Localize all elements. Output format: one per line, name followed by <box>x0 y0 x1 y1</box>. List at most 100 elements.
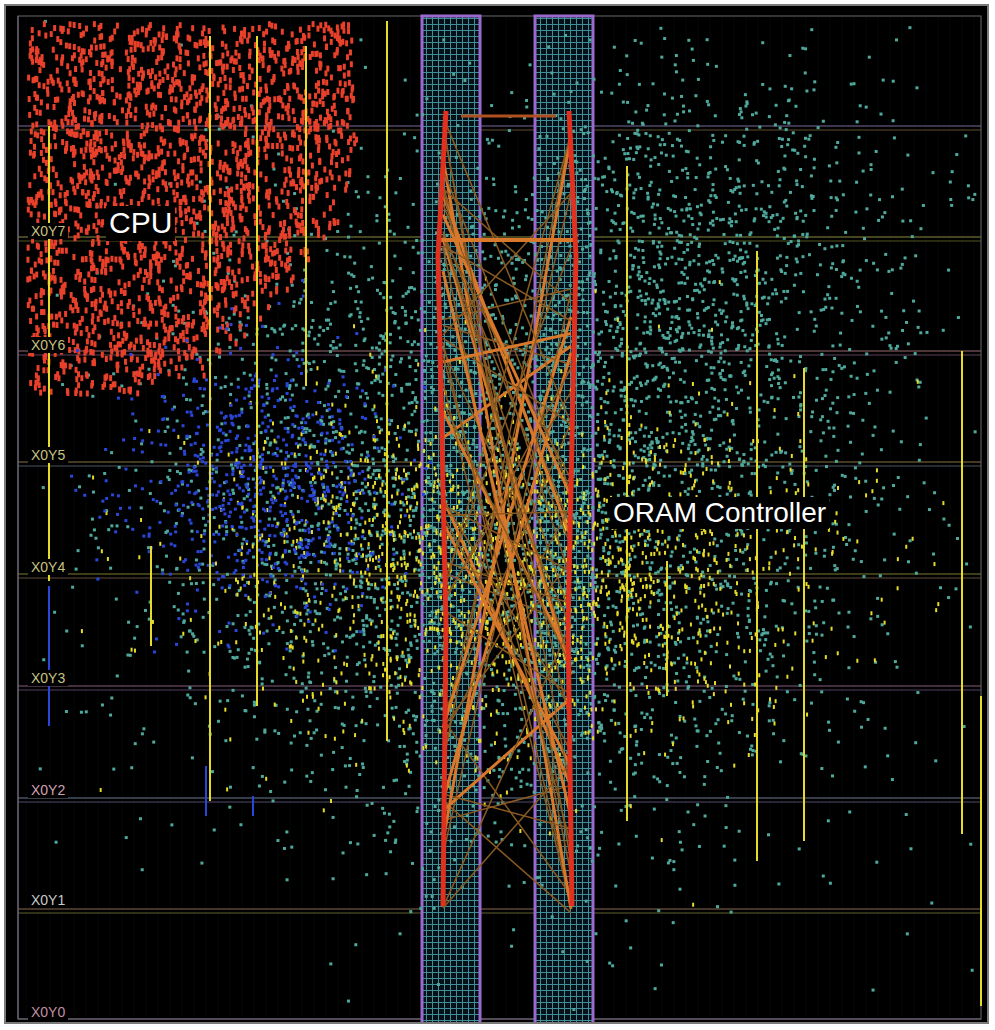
cell <box>606 647 609 650</box>
cell <box>684 267 687 270</box>
cell <box>395 686 398 689</box>
cell <box>299 561 302 564</box>
cell <box>463 739 466 742</box>
cell <box>767 833 770 836</box>
cell <box>572 596 575 599</box>
cell <box>823 555 826 558</box>
cell <box>814 552 817 555</box>
cell <box>531 218 534 221</box>
cell <box>822 431 825 434</box>
cell <box>148 368 151 371</box>
cell <box>690 469 693 472</box>
cell <box>778 377 781 380</box>
cell <box>713 555 716 558</box>
cell <box>907 560 910 563</box>
cell <box>313 699 316 702</box>
cell <box>166 426 169 429</box>
cell <box>403 745 406 748</box>
cell <box>487 207 490 210</box>
cell <box>719 752 722 755</box>
cell <box>539 541 542 544</box>
cell <box>391 355 394 358</box>
cell <box>400 357 403 360</box>
cell <box>619 731 622 734</box>
cell <box>643 450 646 453</box>
cell <box>272 544 275 547</box>
cell <box>748 619 751 622</box>
cell <box>603 365 606 368</box>
cell <box>783 335 786 338</box>
cell <box>835 460 838 463</box>
cell <box>675 606 678 609</box>
cell <box>684 396 687 399</box>
cell <box>408 356 411 359</box>
cell <box>857 286 860 289</box>
cell <box>409 641 412 644</box>
cell <box>514 693 517 696</box>
cell <box>267 642 270 645</box>
cell <box>819 439 822 442</box>
cell <box>311 644 314 647</box>
cell <box>840 367 843 370</box>
cell <box>669 749 672 752</box>
cell <box>716 544 719 547</box>
cell <box>539 163 542 166</box>
cell <box>752 184 755 187</box>
cell <box>815 624 818 627</box>
cell <box>672 921 675 924</box>
cell <box>504 737 507 740</box>
cell <box>468 590 471 593</box>
cell <box>607 372 610 375</box>
cell <box>490 104 493 107</box>
cell <box>244 709 247 712</box>
cell <box>702 455 705 458</box>
cell <box>369 596 372 599</box>
cell <box>765 322 768 325</box>
cell <box>603 482 606 485</box>
cell <box>676 176 679 179</box>
cell <box>285 591 288 594</box>
cell <box>403 132 406 135</box>
cell <box>685 430 688 433</box>
cell <box>503 724 506 727</box>
cell <box>884 727 887 730</box>
cell <box>732 602 735 605</box>
cell <box>364 485 367 488</box>
cell <box>653 265 656 268</box>
cell <box>585 828 588 831</box>
cell <box>763 400 766 403</box>
cell <box>474 392 477 395</box>
cell <box>134 469 137 472</box>
cell <box>721 271 724 274</box>
cell <box>640 762 643 765</box>
cell <box>766 302 769 305</box>
cell <box>703 775 706 778</box>
cell <box>648 282 651 285</box>
cell <box>661 543 664 546</box>
cell <box>820 767 823 770</box>
cell <box>419 755 422 758</box>
cell <box>533 791 536 794</box>
cell <box>412 515 415 518</box>
cell <box>282 631 285 634</box>
cell <box>483 284 486 287</box>
cell <box>686 493 689 496</box>
cell <box>195 558 198 561</box>
cell <box>973 193 976 196</box>
cell <box>603 693 606 696</box>
cell <box>561 950 564 953</box>
cell <box>619 389 622 392</box>
cell <box>199 180 202 183</box>
cell <box>714 469 717 472</box>
cell <box>809 430 812 433</box>
cell <box>570 90 573 93</box>
cell <box>370 583 373 586</box>
cell <box>933 491 936 494</box>
cell <box>894 660 897 663</box>
cell <box>332 816 335 819</box>
cell <box>307 334 310 337</box>
cell <box>703 288 706 291</box>
cell <box>404 310 407 313</box>
cell <box>389 230 392 233</box>
cell <box>618 83 621 86</box>
